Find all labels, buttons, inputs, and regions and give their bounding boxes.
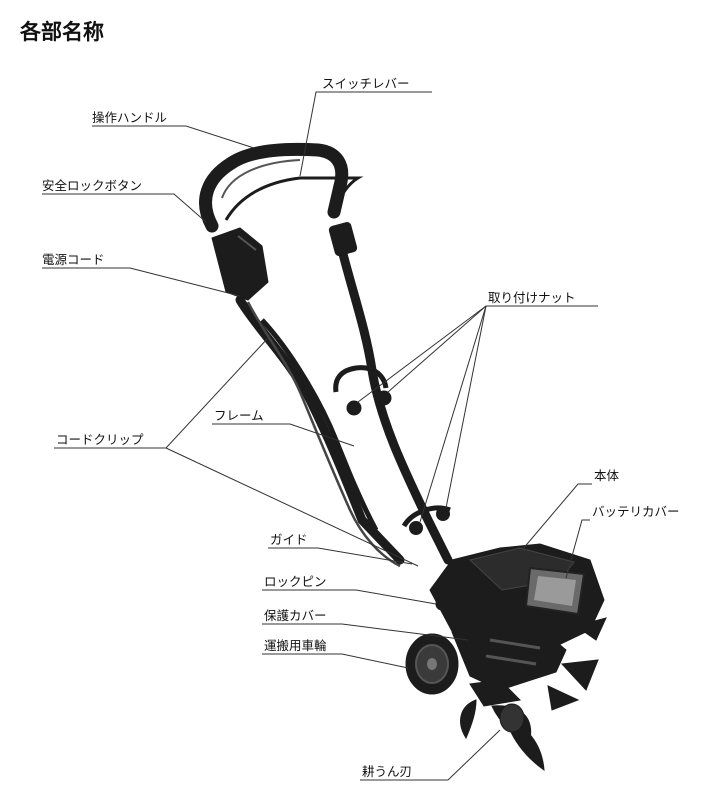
handle-bar-highlight xyxy=(221,159,301,199)
leader-body xyxy=(521,483,592,551)
leader-guard-cover xyxy=(262,623,469,641)
switch-lever-bar xyxy=(224,176,364,221)
label-handle: 操作ハンドル xyxy=(92,110,168,125)
tine-front-4 xyxy=(460,699,477,740)
leader-wheel xyxy=(262,653,409,669)
frame-cross-brace xyxy=(333,365,389,393)
nut-lower-left xyxy=(409,521,423,535)
label-lock-pin: ロックピン xyxy=(264,574,327,589)
guard-cover-shape xyxy=(451,615,567,691)
tine-front-3 xyxy=(505,719,545,772)
leader-frame xyxy=(212,423,355,447)
label-transport-wheel: 運搬用車輪 xyxy=(264,638,327,653)
leader-blade xyxy=(360,729,501,781)
handle-bar xyxy=(199,142,349,233)
label-switch-lever: スイッチレバー xyxy=(322,76,410,91)
label-frame: フレーム xyxy=(214,408,264,423)
leader-power-cord xyxy=(42,267,241,297)
label-mounting-nut: 取り付けナット xyxy=(488,290,576,305)
leader-nut-1 xyxy=(357,305,487,403)
label-safety-lock-button: 安全ロックボタン xyxy=(42,178,143,193)
label-guard-cover: 保護カバー xyxy=(264,608,327,623)
leader-lock-pin xyxy=(262,589,437,605)
page-title: 各部名称 xyxy=(20,20,104,44)
lock-pin-shape xyxy=(435,597,449,611)
leader-handle xyxy=(92,125,255,149)
label-cord-clip: コードクリップ xyxy=(56,432,144,447)
leader-safety-lock xyxy=(42,193,207,223)
nut-upper-right xyxy=(376,390,392,406)
label-battery-cover: バッテリカバー xyxy=(592,504,680,519)
label-body: 本体 xyxy=(594,468,620,483)
leader-nut-2 xyxy=(387,305,487,393)
tiller-illustration xyxy=(199,142,607,772)
nut-upper-left xyxy=(346,400,362,416)
tine-right-3 xyxy=(547,685,580,711)
tine-front-1 xyxy=(469,679,522,707)
tine-right-2 xyxy=(560,659,599,691)
tine-hub xyxy=(499,703,525,733)
leader-lines xyxy=(42,91,598,781)
leader-nut-3 xyxy=(445,305,487,509)
label-power-cord: 電源コード xyxy=(42,252,105,267)
leader-guide xyxy=(268,547,413,565)
tine-right-1 xyxy=(574,617,607,641)
leader-cord-clip-2 xyxy=(165,447,419,567)
leader-switch-lever xyxy=(299,91,432,177)
nut-lower-right xyxy=(436,507,450,521)
leader-battery-cover xyxy=(565,519,590,579)
label-tiller-blade: 耕うん刃 xyxy=(362,764,413,779)
frame-left-tube xyxy=(235,295,405,565)
leader-nut-4 xyxy=(419,305,487,523)
power-cord-line xyxy=(246,301,401,568)
label-guide: ガイド xyxy=(270,532,308,547)
